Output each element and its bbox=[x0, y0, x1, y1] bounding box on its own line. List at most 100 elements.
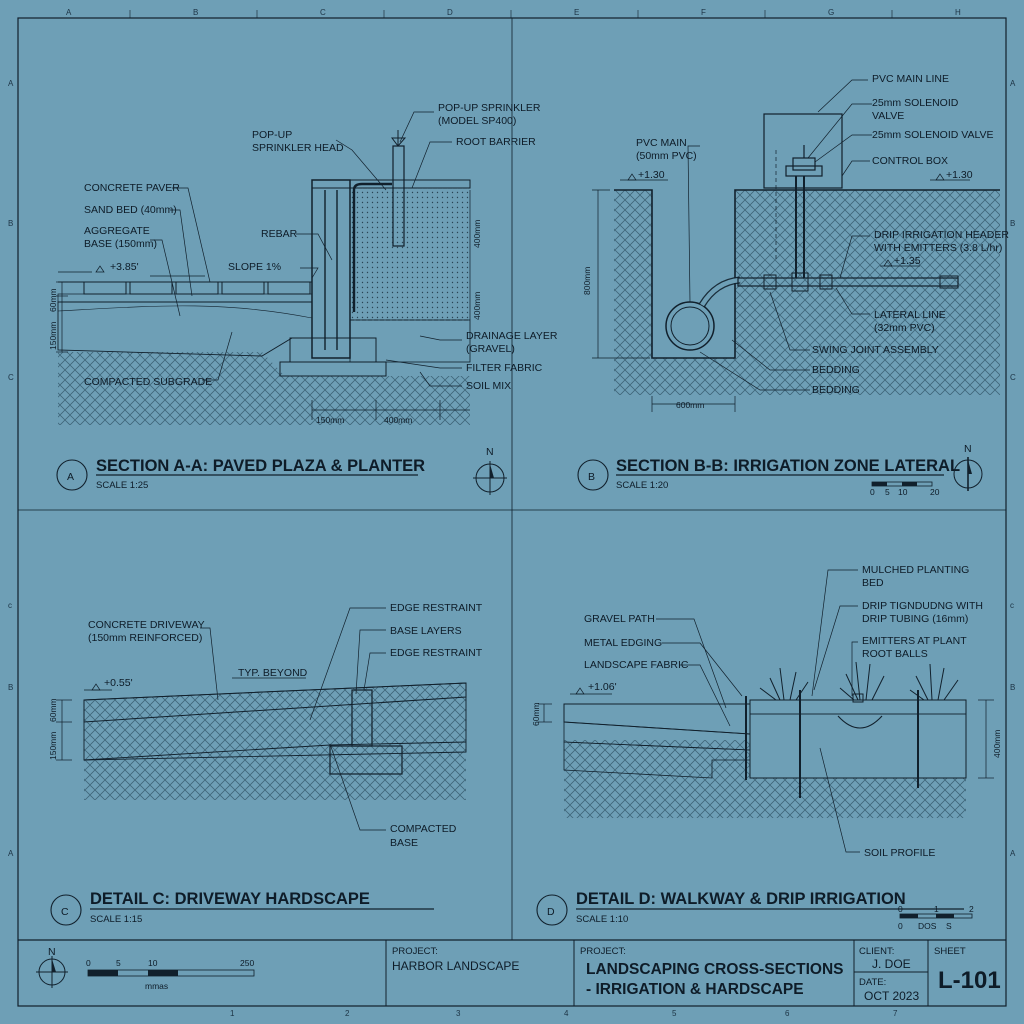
concrete-driveway-slab bbox=[83, 682, 467, 723]
panel-section-b: PVC MAIN LINE 25mm SOLENOID VALVE 25mm S… bbox=[577, 73, 1009, 497]
callout-emitters: EMITTERS AT PLANT bbox=[862, 635, 967, 647]
callout-subgrade: COMPACTED SUBGRADE bbox=[84, 376, 212, 388]
scale-bar bbox=[87, 969, 255, 977]
sheet-number: L-101 bbox=[938, 967, 1001, 994]
scalebar-tick: 10 bbox=[148, 958, 158, 968]
panel-c-title: DETAIL C: DRIVEWAY HARDSCAPE bbox=[90, 890, 370, 908]
section-badge: B bbox=[588, 471, 595, 483]
date-value: OCT 2023 bbox=[864, 989, 919, 1003]
trench-soil bbox=[614, 190, 1000, 395]
dim-400-top: 400mm bbox=[472, 220, 482, 248]
title-block: N 0 5 10 250 mmas PROJECT: HARBOR LANDSC… bbox=[36, 940, 1001, 1006]
project-label-1: PROJECT: bbox=[392, 946, 438, 957]
elevation-lateral: +1.35 bbox=[894, 255, 921, 267]
north-label: N bbox=[486, 446, 494, 458]
client-value: J. DOE bbox=[872, 957, 911, 971]
north-arrow-icon bbox=[36, 956, 68, 988]
grid-row-label: B bbox=[1010, 683, 1015, 692]
callout-popup-model: (MODEL SP400) bbox=[438, 115, 516, 127]
grid-row-label: B bbox=[8, 683, 13, 692]
grid-col-label: D bbox=[447, 8, 453, 17]
scalebar-sub: DOS bbox=[918, 921, 937, 931]
callout-lateral: LATERAL LINE bbox=[874, 309, 946, 321]
callout-drip-header: WITH EMITTERS (3.8 L/hr) bbox=[874, 242, 1002, 254]
callout-edge-1: EDGE RESTRAINT bbox=[390, 602, 483, 614]
callout-landscape-fabric: LANDSCAPE FABRIC bbox=[584, 659, 689, 671]
section-badge: A bbox=[67, 471, 74, 483]
callout-driveway: (150mm REINFORCED) bbox=[88, 632, 202, 644]
panel-section-a: POP-UP SPRINKLER HEAD POP-UP SPRINKLER (… bbox=[48, 102, 558, 495]
panel-detail-d: MULCHED PLANTING BED DRIP TIGNDUDNG WITH… bbox=[531, 564, 1002, 931]
grid-bottom-number: 2 bbox=[345, 1009, 350, 1018]
panel-a-leaders bbox=[150, 111, 462, 387]
plant-icon bbox=[839, 661, 885, 703]
section-badge: D bbox=[547, 906, 555, 918]
elevation-left: +1.30 bbox=[638, 169, 665, 181]
grid-bottom-number: 4 bbox=[564, 1009, 569, 1018]
callout-driveway: CONCRETE DRIVEWAY bbox=[88, 619, 205, 631]
solenoid-valve-icon bbox=[792, 157, 816, 171]
callout-solenoid-2: 25mm SOLENOID VALVE bbox=[872, 129, 994, 141]
callout-control-box: CONTROL BOX bbox=[872, 155, 948, 167]
grid-col-label: G bbox=[828, 8, 834, 17]
callout-solenoid-1: VALVE bbox=[872, 110, 904, 122]
scale-bar bbox=[899, 913, 973, 919]
elevation-marker: +3.85' bbox=[110, 261, 139, 273]
north-label: N bbox=[964, 443, 972, 455]
subgrade-hatch bbox=[84, 683, 466, 800]
drainage-gravel bbox=[349, 319, 471, 363]
panel-b-title: SECTION B-B: IRRIGATION ZONE LATERAL bbox=[616, 457, 960, 475]
callout-slope: SLOPE 1% bbox=[228, 261, 281, 273]
callout-pvc-main: (50mm PVC) bbox=[636, 150, 697, 162]
scale-bar bbox=[871, 481, 933, 487]
callout-lateral: (32mm PVC) bbox=[874, 322, 935, 334]
callout-drip: DRIP TIGNDUDNG WITH bbox=[862, 600, 983, 612]
callout-drip-header: DRIP IRRIGATION HEADER bbox=[874, 229, 1009, 241]
project-title: LANDSCAPING CROSS-SECTIONS bbox=[586, 961, 844, 978]
elevation-marker: +1.06' bbox=[588, 681, 617, 693]
callout-soil-profile: SOIL PROFILE bbox=[864, 847, 935, 859]
grid-row-label: C bbox=[1010, 373, 1016, 382]
grid-row-label: c bbox=[1010, 601, 1014, 610]
dim-depth: 800mm bbox=[582, 267, 592, 295]
root-ball bbox=[837, 715, 883, 729]
scalebar-sub: S bbox=[946, 921, 952, 931]
callout-sand-bed: SAND BED (40mm) bbox=[84, 204, 177, 216]
scalebar-tick: 20 bbox=[930, 487, 940, 497]
panel-d-leaders bbox=[656, 569, 860, 853]
callout-drainage: (GRAVEL) bbox=[466, 343, 515, 355]
callout-typ: TYP. BEYOND bbox=[238, 667, 308, 679]
sheet-label: SHEET bbox=[934, 946, 966, 957]
grid-bottom-number: 3 bbox=[456, 1009, 461, 1018]
callout-rebar: REBAR bbox=[261, 228, 298, 240]
dim-60: 60mm bbox=[531, 702, 541, 726]
scalebar-tick: 1 bbox=[934, 904, 939, 914]
panel-d-title: DETAIL D: WALKWAY & DRIP IRRIGATION bbox=[576, 890, 906, 908]
project-title: - IRRIGATION & HARDSCAPE bbox=[586, 981, 804, 998]
subgrade-hatch bbox=[58, 352, 470, 425]
callout-aggregate: BASE (150mm) bbox=[84, 238, 157, 250]
grid-col-label: B bbox=[193, 8, 198, 17]
callout-popup-head: SPRINKLER HEAD bbox=[252, 142, 344, 154]
north-label: N bbox=[48, 946, 56, 958]
panel-detail-c: CONCRETE DRIVEWAY (150mm REINFORCED) EDG… bbox=[48, 602, 483, 926]
grid-row-label: C bbox=[8, 373, 14, 382]
client-label: CLIENT: bbox=[859, 946, 894, 957]
pvc-main-pipe bbox=[665, 301, 715, 351]
grid-col-label: E bbox=[574, 8, 579, 17]
grid-row-label: c bbox=[8, 601, 12, 610]
scalebar-tick: 0 bbox=[86, 958, 91, 968]
dim-400-mid: 400mm bbox=[472, 292, 482, 320]
scalebar-tick: 0 bbox=[870, 487, 875, 497]
panel-a-scale: SCALE 1:25 bbox=[96, 480, 148, 491]
scalebar-tick: 2 bbox=[969, 904, 974, 914]
callout-bedding-1: BEDDING bbox=[812, 364, 860, 376]
north-arrow-icon bbox=[953, 457, 983, 491]
concrete-pavers bbox=[83, 281, 311, 295]
grid-bottom-number: 1 bbox=[230, 1009, 235, 1018]
callout-popup-head: POP-UP bbox=[252, 129, 292, 141]
trench-outline bbox=[614, 189, 1000, 359]
panel-a-title: SECTION A-A: PAVED PLAZA & PLANTER bbox=[96, 457, 425, 475]
dim-150: 150mm bbox=[48, 732, 58, 760]
grid-row-label: A bbox=[1010, 849, 1016, 858]
